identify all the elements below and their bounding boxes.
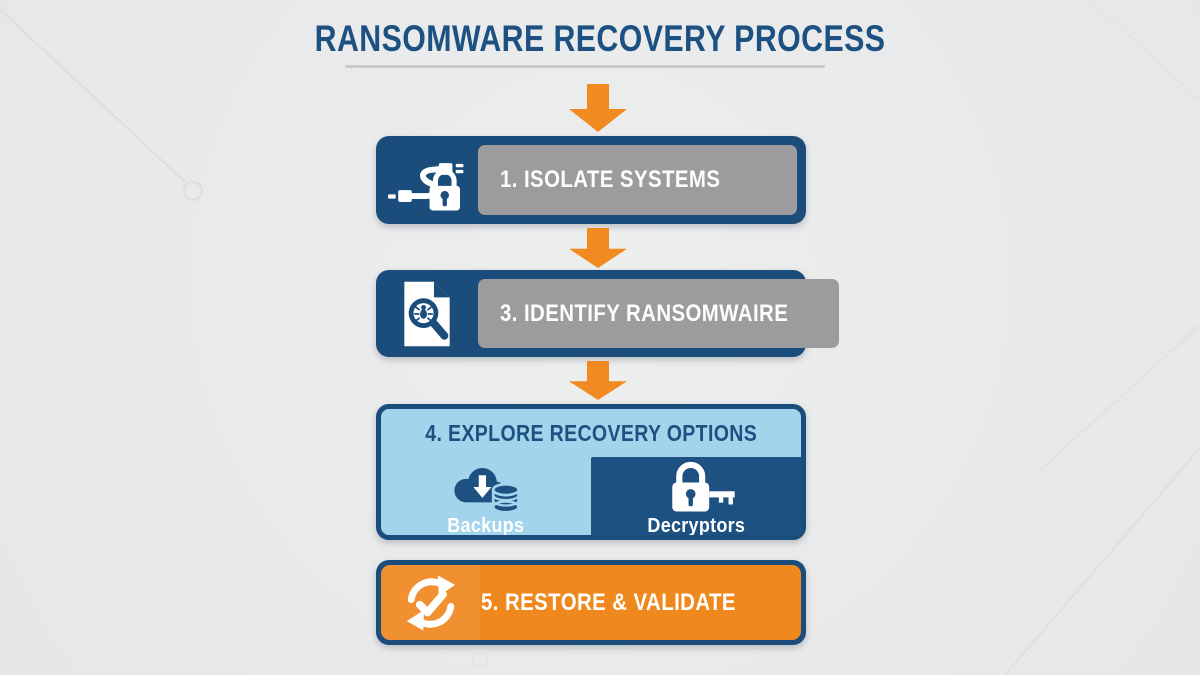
cloud-backup-database-icon	[454, 468, 520, 514]
title-divider	[345, 65, 825, 68]
step-label-panel: 3. IDENTIFY RANSOMWAIRE	[478, 279, 840, 348]
recovery-options-row: Backups Decryptors	[381, 457, 801, 537]
flow-arrow-down-icon	[569, 84, 627, 132]
unplugged-cable-lock-icon	[376, 136, 478, 224]
step-restore-validate: 5. RESTORE & VALIDATE	[376, 560, 806, 645]
step-label-panel: 1. ISOLATE SYSTEMS	[478, 145, 797, 215]
flow-arrow-down-icon	[569, 228, 627, 268]
page-title-wrap: RANSOMWARE RECOVERY PROCESS	[0, 18, 1200, 60]
option-label: Backups	[447, 515, 525, 537]
restore-validate-inner: 5. RESTORE & VALIDATE	[381, 565, 801, 640]
option-decryptors: Decryptors	[591, 457, 801, 537]
sync-check-icon	[381, 572, 481, 634]
flow-arrow-down-icon	[569, 361, 627, 400]
step-label: 5. RESTORE & VALIDATE	[481, 588, 736, 616]
step-label: 4. EXPLORE RECOVERY OPTIONS	[425, 419, 757, 446]
step-label: 3. IDENTIFY RANSOMWAIRE	[500, 299, 789, 327]
step-identify-ransomware: 3. IDENTIFY RANSOMWAIRE	[376, 270, 840, 357]
step-explore-recovery-options: 4. EXPLORE RECOVERY OPTIONS	[376, 404, 806, 540]
page-title: RANSOMWARE RECOVERY PROCESS	[314, 18, 886, 59]
option-label: Decryptors	[647, 515, 745, 537]
option-backups: Backups	[381, 457, 591, 537]
scan-document-bug-icon	[376, 270, 478, 357]
step-isolate-systems: 1. ISOLATE SYSTEMS	[376, 136, 806, 224]
lock-key-icon	[672, 461, 735, 512]
recovery-options-header: 4. EXPLORE RECOVERY OPTIONS	[381, 409, 801, 457]
step-label: 1. ISOLATE SYSTEMS	[500, 166, 721, 193]
